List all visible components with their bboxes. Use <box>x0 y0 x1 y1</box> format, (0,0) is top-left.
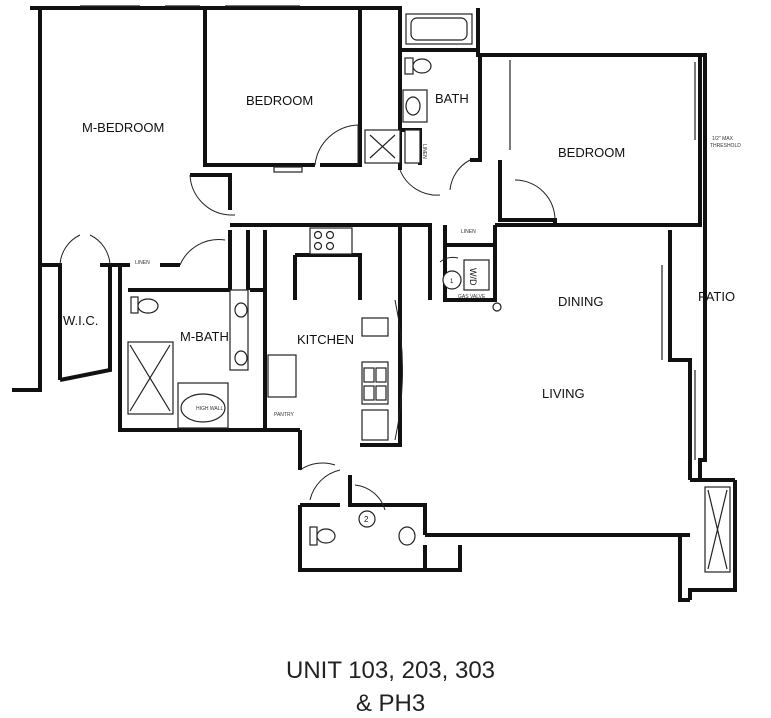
label-linen-1: LINEN <box>135 260 150 266</box>
label-wd: W/D <box>468 268 478 286</box>
label-bedroom-2: BEDROOM <box>558 145 625 160</box>
label-pantry: PANTRY <box>274 412 294 418</box>
label-living: LIVING <box>542 386 585 401</box>
marker-1: 1 <box>450 279 454 285</box>
label-bedroom-1: BEDROOM <box>246 93 313 108</box>
unit-caption-line-1: UNIT 103, 203, 303 <box>285 657 496 684</box>
label-patio: PATIO <box>698 289 735 304</box>
marker-2: 2 <box>364 515 369 524</box>
label-m-bedroom: M-BEDROOM <box>82 120 164 135</box>
label-linen-2: LINEN <box>461 229 476 235</box>
label-threshold-2: THRESHOLD <box>710 143 741 149</box>
small-labels: 1/2" MAX THRESHOLD LINEN LINEN LINEN W/D… <box>135 136 741 524</box>
label-kitchen: KITCHEN <box>297 332 354 347</box>
doors <box>59 124 556 511</box>
label-high-wall: HIGH WALL <box>196 406 224 412</box>
label-threshold-1: 1/2" MAX <box>712 136 734 142</box>
fixtures <box>127 13 731 573</box>
room-labels: M-BEDROOM BEDROOM BATH BEDROOM W.I.C. M-… <box>63 91 735 401</box>
label-m-bath: M-BATH <box>180 329 229 344</box>
label-gas-valve: GAS VALVE <box>458 294 486 300</box>
label-wic: W.I.C. <box>63 313 98 328</box>
unit-caption-line-2: & PH3 <box>355 690 426 717</box>
label-linen-3: LINEN <box>421 144 427 159</box>
label-bath: BATH <box>435 91 469 106</box>
windows <box>80 5 696 460</box>
walls <box>12 6 737 602</box>
label-dining: DINING <box>558 294 604 309</box>
